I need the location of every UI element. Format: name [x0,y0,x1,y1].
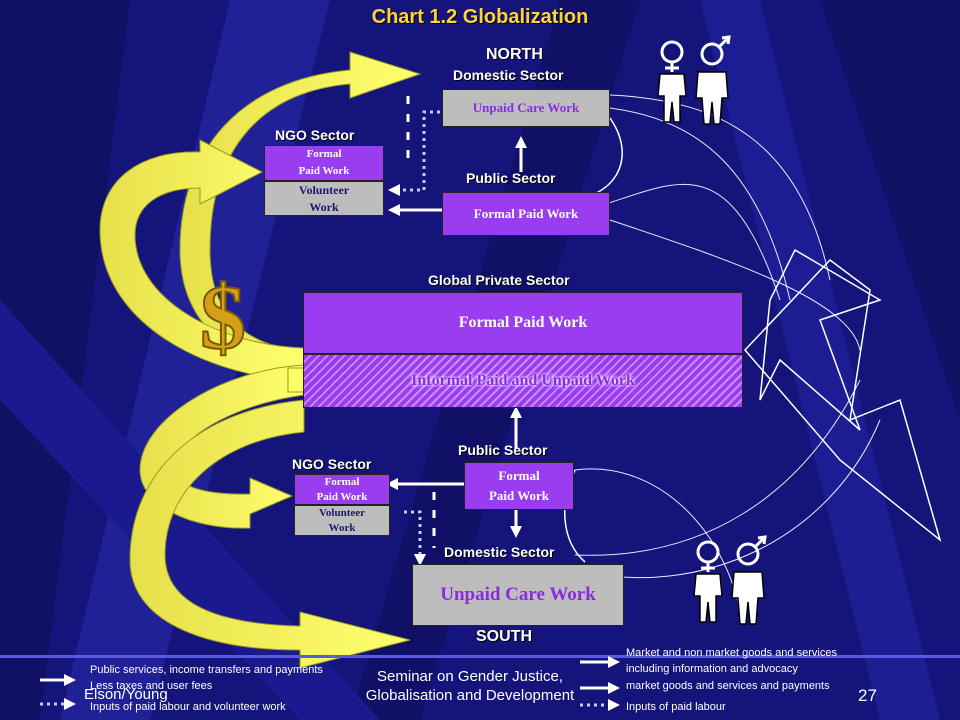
south-ngo-formal-line2: Paid Work [316,490,368,503]
legend-solid-line2: Less taxes and user fees [90,680,213,692]
south-ngo-volunteer-work: Volunteer Work [294,505,390,536]
south-ngo-formal-line1: Formal [324,475,360,488]
footer-seminar: Seminar on Gender Justice, Globalisation… [340,667,600,705]
legend-right-dotted-label: Inputs of paid labour [626,701,726,713]
footer-seminar-line1: Seminar on Gender Justice, [377,668,563,685]
south-ngo-formal-paid-work: Formal Paid Work [294,474,390,505]
footer-page-number: 27 [858,686,877,705]
south-unpaid-care-work-box: Unpaid Care Work [412,564,624,626]
south-ngo-volunteer-line1: Volunteer [318,506,366,519]
south-public-formal-line1: Formal [498,468,540,483]
north-label: NORTH [486,46,543,63]
right-curves [559,94,881,611]
south-public-formal-line2: Paid Work [488,488,550,503]
legend-right-line2: including information and advocacy [626,663,798,675]
chart-title: Chart 1.2 Globalization [371,6,589,28]
legend-dotted-label: Inputs of paid labour and volunteer work [90,701,286,713]
legend-right-line3: market goods and services and payments [626,680,830,692]
south-ngo-sector-label: NGO Sector [292,456,372,472]
solid-arrows [386,136,527,538]
north-public-formal-paid-work-box: Formal Paid Work [442,192,610,236]
global-formal-paid-work-box: Formal Paid Work [303,292,743,354]
footer-seminar-line2: Globalisation and Development [365,687,575,704]
couple-south-icon [693,535,767,625]
north-ngo-formal-line2: Paid Work [298,165,350,177]
north-public-sector-label: Public Sector [466,170,556,186]
north-ngo-box: Formal Paid Work Volunteer Work [264,145,384,216]
south-label: SOUTH [476,628,532,645]
legend-solid-line1: Public services, income transfers and pa… [90,664,323,676]
south-ngo-volunteer-line2: Work [328,521,356,534]
south-domestic-sector-label: Domestic Sector [444,544,555,560]
north-domestic-sector-label: Domestic Sector [453,67,564,83]
yellow-arrow-mid [99,139,305,381]
yellow-arrow-bottom [129,399,411,669]
svg-text:$: $ [200,266,246,368]
south-public-formal-paid-work-box: Formal Paid Work [464,462,574,510]
right-outline-arrows [743,248,942,543]
north-ngo-volunteer-line2: Work [309,199,339,214]
north-ngo-formal-paid-work: Formal Paid Work [264,145,384,181]
north-ngo-formal-line1: Formal [306,148,342,160]
north-ngo-sector-label: NGO Sector [275,127,355,143]
global-informal-work-box: Informal Paid and Unpaid Work [303,354,743,408]
couple-north-icon [657,35,731,125]
legend-right-line1: Market and non market goods and services [626,647,837,659]
global-private-sector-label: Global Private Sector [428,272,570,288]
south-ngo-box: Formal Paid Work Volunteer Work [294,474,390,536]
dotted-arrows [388,110,440,566]
north-ngo-volunteer-line1: Volunteer [298,182,350,197]
north-unpaid-care-work-box: Unpaid Care Work [442,89,610,127]
dollar-sign-icon: $ [199,265,247,369]
global-informal-work-label: Informal Paid and Unpaid Work [411,372,635,389]
south-public-sector-label: Public Sector [458,442,548,458]
footer-author: Elson/Young [84,686,168,703]
yellow-arrow-top [179,51,422,371]
north-ngo-volunteer-work: Volunteer Work [264,181,384,216]
legend-right-solid-arrow [580,656,620,694]
